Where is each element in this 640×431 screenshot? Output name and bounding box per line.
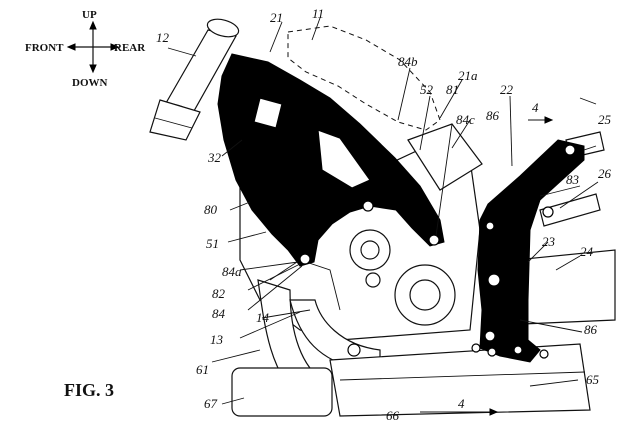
direction-rear: REAR (114, 42, 146, 54)
label-61: 61 (196, 362, 209, 377)
label-83: 83 (566, 172, 580, 187)
direction-compass: UP DOWN FRONT REAR (25, 9, 146, 89)
label-51: 51 (206, 236, 219, 251)
section-line: 4 4 (458, 100, 554, 416)
label-21: 21 (270, 10, 283, 25)
label-11: 11 (312, 6, 324, 21)
reference-labels: 12 21 11 84b 21a 52 81 22 86 84c 25 26 8… (156, 6, 612, 423)
fuel-tank-outline (287, 25, 441, 131)
label-25: 25 (598, 112, 612, 127)
label-23: 23 (542, 234, 556, 249)
label-24: 24 (580, 244, 594, 259)
direction-down: DOWN (72, 77, 108, 89)
label-86-upper: 86 (486, 108, 500, 123)
head-pipe (149, 18, 240, 141)
label-26: 26 (598, 166, 612, 181)
section-mark-top: 4 (532, 100, 539, 115)
label-65: 65 (586, 372, 600, 387)
figure-caption: FIG. 3 (64, 380, 114, 400)
label-80: 80 (204, 202, 218, 217)
direction-up: UP (82, 9, 97, 21)
lower-case (231, 343, 591, 417)
label-84a: 84a (222, 264, 242, 279)
label-84b: 84b (398, 54, 418, 69)
section-mark-bottom: 4 (458, 396, 465, 411)
label-81: 81 (446, 82, 459, 97)
label-14: 14 (256, 310, 270, 325)
label-82: 82 (212, 286, 226, 301)
label-66: 66 (386, 408, 400, 423)
label-13: 13 (210, 332, 224, 347)
direction-front: FRONT (25, 42, 64, 54)
label-84: 84 (212, 306, 226, 321)
label-22: 22 (500, 82, 514, 97)
pivot-plate (347, 139, 585, 363)
label-52: 52 (420, 82, 434, 97)
label-86-lower: 86 (584, 322, 598, 337)
label-12: 12 (156, 30, 170, 45)
label-84c: 84c (456, 112, 475, 127)
label-21a: 21a (458, 68, 478, 83)
label-67: 67 (204, 396, 218, 411)
label-32: 32 (207, 150, 222, 165)
main-frame (217, 53, 445, 267)
